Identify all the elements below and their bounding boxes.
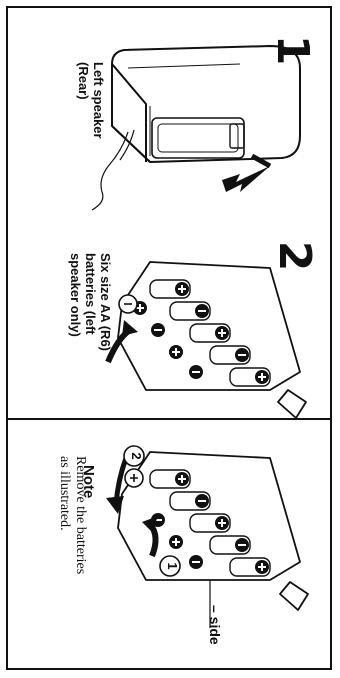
step-2-panel: 2 Six size AA (R6) batteries (left speak… — [0, 222, 340, 419]
step-1-panel: 1 Left speaker (Rear) — [0, 6, 340, 222]
callout-one-number: 1 — [165, 562, 180, 570]
callout-two-number: 2 — [129, 452, 144, 460]
page-frame — [6, 6, 332, 670]
callout-two-circle — [123, 445, 145, 467]
speaker-rear-illustration — [91, 45, 301, 211]
insert-arrow-icon — [105, 320, 138, 364]
callout-one-circle — [159, 555, 181, 577]
pull-out-arrow-icon — [106, 457, 129, 514]
note-panel: Note Remove the batteries as illustrated… — [0, 418, 340, 670]
section-divider — [6, 418, 332, 420]
push-arrow-icon — [142, 516, 159, 558]
slide-arrow-icon — [222, 153, 272, 192]
battery-compartment-illustration — [105, 261, 307, 419]
minus-side-label: – side — [207, 605, 223, 645]
battery-removal-illustration — [106, 445, 309, 628]
